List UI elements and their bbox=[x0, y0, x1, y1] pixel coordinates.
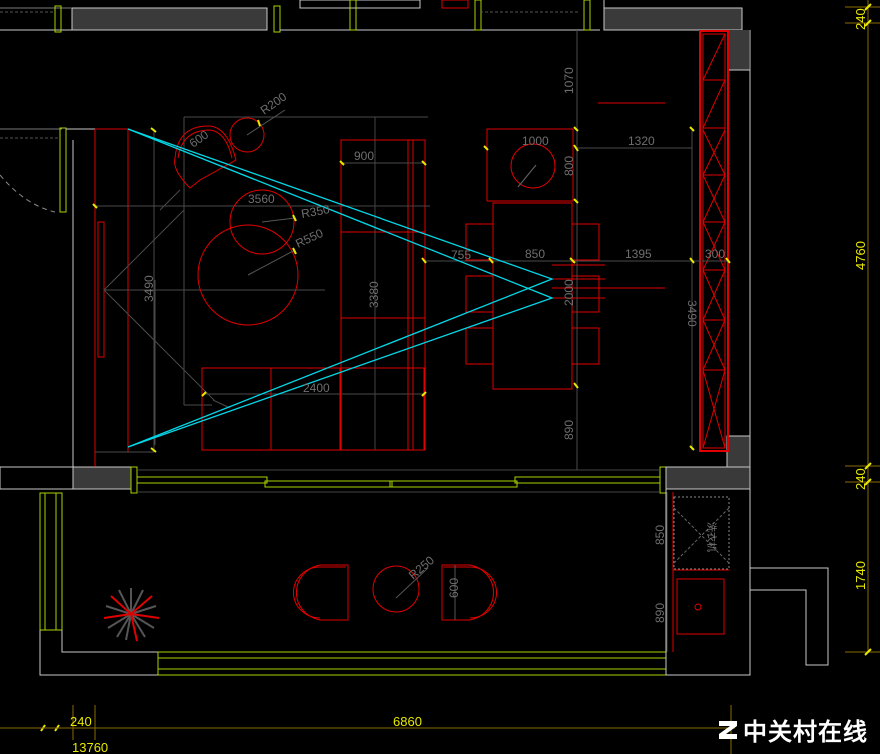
top-wall bbox=[0, 0, 751, 440]
dim-shelf-length: 3490 bbox=[685, 300, 699, 327]
dim-right-4760: 4760 bbox=[853, 241, 868, 270]
zol-logo-icon bbox=[719, 720, 737, 739]
sliding-window bbox=[136, 469, 661, 493]
watermark-text: 中关村在线 bbox=[743, 718, 868, 746]
washer-label: 洗衣机 bbox=[705, 522, 718, 552]
lounge-chair bbox=[174, 125, 237, 189]
tall-cabinet bbox=[340, 117, 426, 451]
dim-lounge-chair-width: 600 bbox=[447, 578, 461, 598]
watermark: 中关村在线 bbox=[717, 712, 868, 747]
dim-cabinet-width: 900 bbox=[354, 149, 374, 163]
dim-sink-width: 1000 bbox=[522, 134, 549, 148]
dim-dining-length: 2000 bbox=[562, 279, 576, 306]
sink-counter bbox=[486, 128, 574, 202]
dim-shelf-depth: 300 bbox=[705, 247, 725, 261]
overall-dimension-right bbox=[845, 0, 880, 653]
side-table bbox=[229, 117, 265, 153]
dim-right-240-top: 240 bbox=[853, 8, 868, 30]
dim-bottom-clearance: 890 bbox=[562, 420, 576, 440]
dim-balcony-sink: 890 bbox=[653, 603, 667, 623]
dim-bottom-6860: 6860 bbox=[393, 714, 422, 729]
guide-lines bbox=[96, 116, 430, 453]
balcony-appliances bbox=[666, 492, 730, 652]
dim-dining-to-shelf: 1395 bbox=[625, 247, 652, 261]
dim-top-clearance: 1070 bbox=[562, 67, 576, 94]
dim-small-rug-radius: R350 bbox=[300, 202, 331, 221]
dim-dining-width: 850 bbox=[525, 247, 545, 261]
dim-large-rug-radius: R550 bbox=[293, 226, 325, 251]
dim-rug-span: 3560 bbox=[248, 192, 275, 206]
sofa bbox=[201, 367, 425, 451]
dim-side-table-radius: R200 bbox=[258, 89, 290, 117]
dim-bottom-total: 13760 bbox=[72, 740, 108, 754]
dim-aisle-gap: 755 bbox=[451, 248, 471, 262]
dim-bottom-240: 240 bbox=[70, 714, 92, 729]
living-room-walls bbox=[0, 129, 751, 494]
dim-sofa-wall: 3490 bbox=[142, 275, 156, 302]
overall-dimension-bottom bbox=[0, 705, 735, 754]
inner-dimension-labels: 600 R200 3560 R350 R550 900 3380 3490 24… bbox=[142, 67, 725, 440]
dining-set bbox=[465, 102, 665, 390]
plant bbox=[103, 588, 160, 642]
round-rugs bbox=[197, 189, 299, 326]
dim-sofa-length: 2400 bbox=[303, 381, 330, 395]
wall-shelf bbox=[699, 30, 729, 452]
dim-counter-gap: 1320 bbox=[628, 134, 655, 148]
dim-balcony-washer: 850 bbox=[653, 525, 667, 545]
dim-right-1740: 1740 bbox=[853, 561, 868, 590]
left-wall-door bbox=[0, 127, 96, 468]
balcony-walls bbox=[39, 489, 829, 676]
balcony-furniture bbox=[292, 564, 498, 621]
overall-ticks bbox=[40, 3, 872, 732]
dim-chair-width: 600 bbox=[187, 127, 212, 150]
dim-stool-radius: R250 bbox=[406, 553, 437, 582]
sightlines bbox=[127, 128, 554, 448]
dimension-lines bbox=[341, 30, 730, 470]
dim-sink-depth: 800 bbox=[562, 156, 576, 176]
dim-cabinet-length: 3380 bbox=[367, 281, 381, 308]
dim-right-240-mid: 240 bbox=[853, 468, 868, 490]
dimension-ticks bbox=[92, 119, 731, 453]
